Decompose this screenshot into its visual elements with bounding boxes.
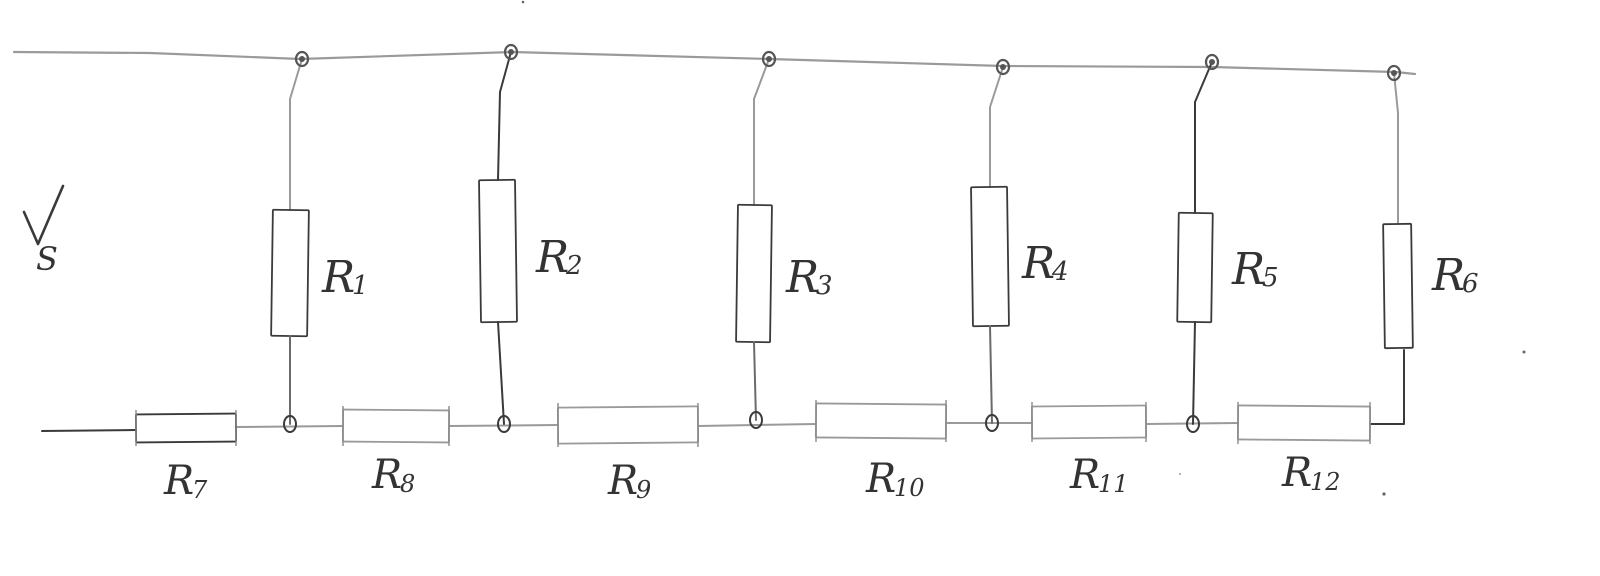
horizontal-resistor-r8: R8 — [341, 406, 451, 498]
bottom-junction-node — [283, 415, 297, 433]
resistor-r8-body — [341, 408, 451, 444]
speck — [1382, 492, 1386, 496]
top-junction-node — [995, 58, 1011, 76]
label-r9: R — [607, 458, 638, 504]
lower-lead-wire — [989, 325, 993, 424]
horizontal-resistor-r10: R10 — [814, 400, 948, 502]
resistor-r11-body — [1030, 404, 1148, 440]
label-r10-subscript: 10 — [894, 474, 925, 502]
label-r12-subscript: 12 — [1310, 468, 1341, 496]
label-r1-subscript: 1 — [352, 271, 369, 301]
label-r6-subscript: 6 — [1462, 269, 1479, 299]
upper-lead-wire — [497, 51, 512, 181]
bottom-end-wire — [1369, 349, 1405, 425]
label-r12: R — [1281, 450, 1312, 496]
vertical-branch-r6: R6 — [1382, 64, 1479, 350]
label-r2: R — [535, 232, 569, 283]
bottom-junction-node — [985, 414, 999, 432]
label-r5-subscript: 5 — [1262, 263, 1279, 293]
bottom-rail-wire — [448, 424, 559, 427]
top-rail-wire — [12, 50, 1417, 76]
top-junction-dot — [1391, 70, 1397, 76]
resistor-r5-body — [1176, 211, 1214, 324]
label-r11-subscript: 11 — [1098, 470, 1129, 498]
top-junction-dot — [508, 49, 514, 55]
horizontal-resistor-r11: R11 — [1030, 402, 1148, 498]
bottom-junction-node — [749, 411, 763, 429]
top-junction-node — [1204, 53, 1220, 71]
lower-lead-wire — [753, 341, 757, 421]
labels-layer: V S — [22, 184, 65, 278]
top-junction-node — [761, 50, 777, 68]
label-r8-subscript: 8 — [400, 470, 415, 498]
source-v-glyph — [22, 184, 65, 246]
speck — [1522, 350, 1526, 354]
resistor-r2-body — [478, 178, 518, 324]
bottom-rail-wire — [235, 425, 344, 428]
resistor-r1-body — [270, 208, 310, 338]
vertical-branch-r4: R4 — [970, 58, 1069, 432]
label-r10: R — [865, 456, 896, 502]
upper-lead-wire — [289, 58, 303, 211]
resistor-r9-body — [556, 405, 700, 445]
upper-lead-wire — [1393, 72, 1399, 225]
label-r2-subscript: 2 — [565, 251, 583, 281]
horizontal-resistor-r9: R9 — [556, 403, 700, 504]
resistor-r6-body — [1382, 222, 1414, 350]
resistor-r12-body — [1236, 404, 1372, 442]
upper-lead-wire — [1194, 61, 1213, 214]
bottom-rail-wire — [1145, 422, 1239, 425]
speck — [1179, 473, 1181, 475]
label-r5: R — [1231, 244, 1265, 295]
bottom-rail-wire — [697, 423, 817, 427]
horizontal-resistor-r7: R7 — [134, 410, 238, 504]
source-voltage-label: V S — [22, 184, 65, 278]
vertical-branch-r5: R5 — [1176, 53, 1279, 433]
top-junction-node — [1386, 64, 1402, 82]
source-subscript: S — [36, 240, 58, 278]
vertical-branch-r3: R3 — [735, 50, 833, 429]
label-r9-subscript: 9 — [636, 476, 651, 504]
bottom-junction-node — [497, 415, 511, 433]
vertical-branch-r1: R1 — [270, 50, 369, 433]
label-r4: R — [1021, 238, 1055, 289]
resistor-r10-body — [814, 402, 948, 440]
top-junction-dot — [1000, 64, 1006, 70]
top-junction-dot — [299, 56, 305, 62]
label-r8: R — [371, 452, 402, 498]
top-junction-dot — [766, 56, 772, 62]
label-r3: R — [785, 252, 819, 303]
label-r4-subscript: 4 — [1051, 257, 1069, 287]
resistor-r7-body — [134, 412, 238, 444]
lower-lead-wire — [497, 321, 505, 425]
upper-lead-wire — [989, 66, 1004, 188]
bottom-lead-in-wire — [41, 429, 137, 432]
label-r1: R — [321, 252, 355, 303]
label-r7: R — [163, 458, 194, 504]
label-r6: R — [1431, 250, 1465, 301]
resistor-r4-body — [970, 185, 1010, 328]
label-r7-subscript: 7 — [192, 476, 208, 504]
resistor-r3-body — [735, 203, 773, 344]
label-r11: R — [1069, 452, 1100, 498]
speck — [521, 0, 525, 4]
vertical-branch-r2: R2 — [478, 43, 583, 433]
upper-lead-wire — [753, 58, 770, 206]
bottom-junction-node — [1186, 415, 1200, 433]
top-junction-node — [294, 50, 310, 68]
lower-lead-wire — [1192, 321, 1196, 425]
horizontal-resistor-r12: R12 — [1236, 402, 1372, 496]
top-junction-node — [503, 43, 519, 61]
top-junction-dot — [1209, 59, 1215, 65]
label-r3-subscript: 3 — [816, 271, 833, 301]
